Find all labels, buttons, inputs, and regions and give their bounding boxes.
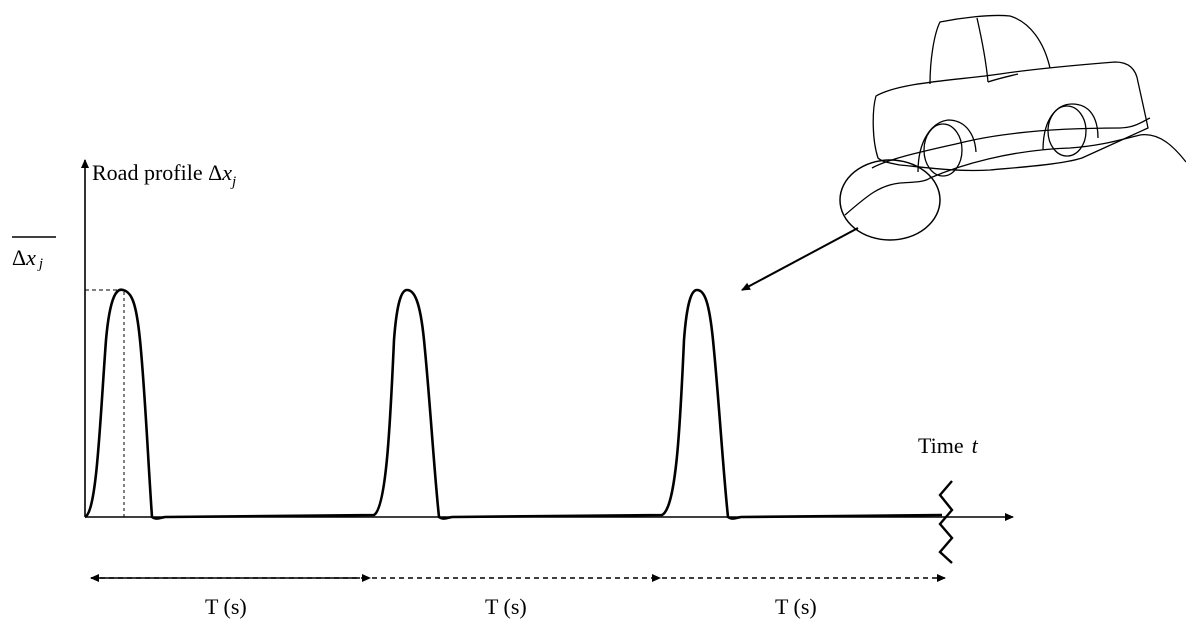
- axis-break-zigzag: [938, 480, 954, 564]
- period-label-1: T (s): [205, 594, 247, 619]
- period-label-2: T (s): [485, 594, 527, 619]
- period-label-3: T (s): [775, 594, 817, 619]
- svg-text:Δxj: Δxj: [12, 245, 43, 272]
- car-sketch-icon: [844, 14, 1186, 216]
- magnifier-circle-icon: [839, 159, 941, 241]
- y-axis-label: Road profile Δxj: [92, 160, 236, 190]
- road-profile-signal: [84, 288, 943, 520]
- callout-arrow: [741, 227, 859, 291]
